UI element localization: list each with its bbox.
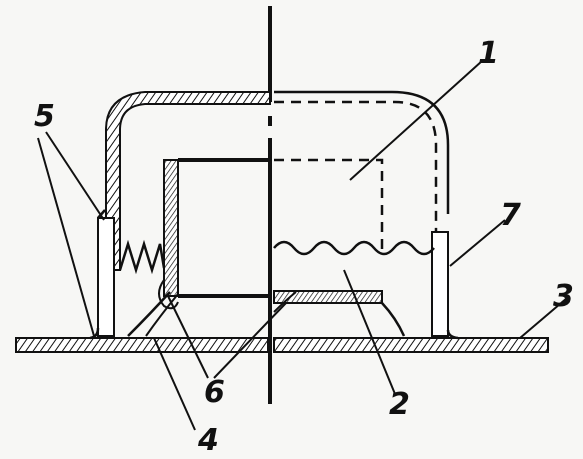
collar-left [97,217,115,337]
rod [273,290,383,304]
collar-left-top [97,209,106,219]
joint-left [158,279,179,310]
label-7: 7 [500,198,521,233]
spring-right [273,240,435,256]
label-4: 4 [197,423,219,458]
label-2: 2 [389,387,410,422]
base-plate-left [15,337,269,353]
label-5: 5 [34,99,55,134]
joint-right [273,291,297,313]
inner-sleeve-left [163,159,179,297]
label-1: 1 [478,36,499,71]
leader-5a [45,131,105,221]
spring-left [118,239,166,275]
inner-cap-right-dashed [274,158,384,250]
leader-2 [343,269,396,395]
base-plate-right [273,337,549,353]
support-left [127,291,171,337]
collar-right-bottom [446,329,459,340]
label-3: 3 [553,279,574,314]
leader-6b [213,302,287,379]
leader-1 [349,60,483,181]
support-left-2 [145,293,179,337]
leader-3 [519,297,568,339]
support-right [381,302,406,337]
leader-7 [449,219,506,267]
upper-right-outline [274,90,450,214]
leader-6a [167,295,209,379]
leader-4 [153,337,196,431]
inner-rectangle [178,158,272,298]
collar-right [431,231,449,337]
leader-5b [37,137,95,337]
outer-cap-left [105,91,271,271]
collar-left-bottom [89,327,100,340]
label-6: 6 [204,375,225,410]
